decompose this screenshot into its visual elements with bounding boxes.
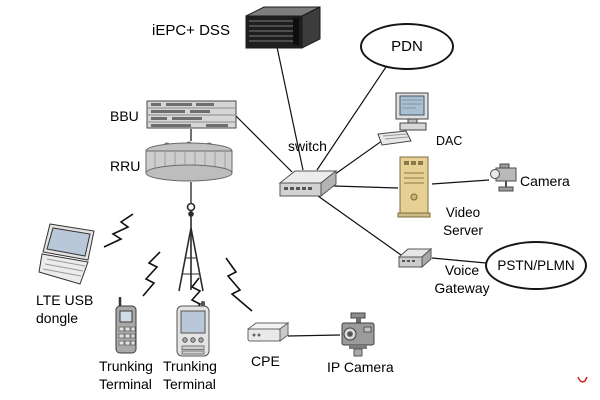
voice-gateway-icon (396, 245, 434, 271)
video-server-icon (396, 155, 434, 219)
dac-computer-icon (376, 92, 434, 150)
epc-label: iEPC+ DSS (152, 22, 230, 39)
trunking-terminal-2-icon (172, 300, 214, 358)
link-cpe-ipcamera (287, 334, 341, 337)
link-bbu-switch (235, 115, 293, 173)
voice-gateway-label: Voice Gateway (434, 262, 490, 297)
bbu-label: BBU (110, 108, 139, 124)
link-pdn-switch (316, 63, 389, 171)
cpe-label: CPE (251, 353, 280, 369)
cpe-icon (244, 320, 290, 350)
link-epc-switch (276, 46, 304, 171)
wireless-bolt-laptop (103, 213, 134, 248)
video-server-label: Video Server (443, 205, 483, 238)
trunking-terminal-2-label: Trunking Terminal (163, 358, 217, 393)
laptop-icon (38, 222, 106, 288)
link-video-camera (431, 179, 490, 185)
switch-label: switch (288, 138, 327, 154)
artifact-mark (577, 376, 588, 383)
epc-server-icon (240, 4, 322, 50)
pdn-cloud: PDN (360, 23, 454, 70)
link-vgw-pstn (431, 257, 487, 264)
ip-camera-label: IP Camera (327, 359, 394, 375)
link-switch-video (333, 185, 399, 189)
dac-label: DAC (436, 134, 463, 148)
wireless-bolt-trunking1 (142, 251, 161, 297)
pstn-plmn-label: PSTN/PLMN (497, 258, 575, 273)
pstn-plmn-cloud: PSTN/PLMN (485, 241, 587, 290)
rru-label: RRU (110, 158, 141, 174)
antenna-mast-icon (178, 202, 204, 292)
switch-icon (278, 166, 338, 200)
camera-icon (486, 160, 522, 196)
trunking-terminal-1-icon (112, 296, 142, 358)
bbu-icon (146, 99, 238, 130)
trunking-terminal-1-label: Trunking Terminal (99, 358, 153, 393)
ip-camera-icon (338, 312, 380, 358)
rru-icon (143, 139, 235, 183)
pdn-label: PDN (391, 38, 423, 55)
wireless-bolt-cpe (225, 257, 253, 312)
lte-dongle-label: LTE USB dongle (36, 292, 94, 327)
link-switch-vgw (317, 195, 402, 256)
camera-label: Camera (520, 173, 570, 189)
